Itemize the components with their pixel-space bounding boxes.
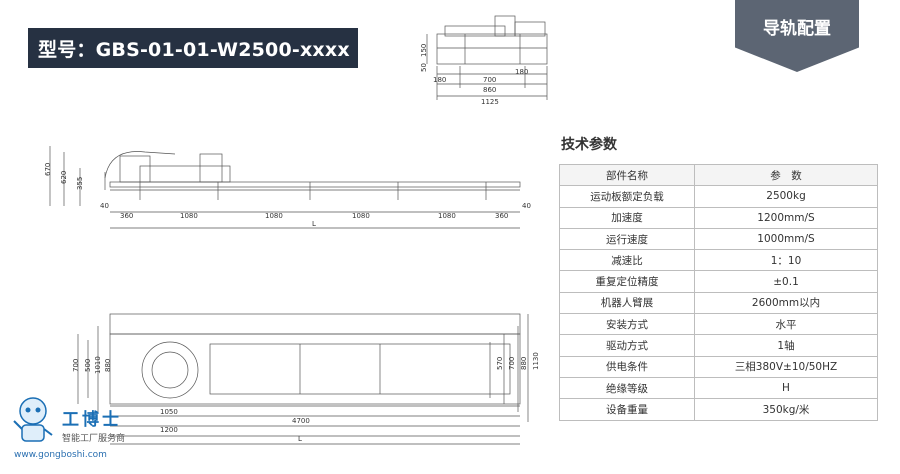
spec-value: ±0.1 xyxy=(694,270,878,293)
top-dim-700: 700 xyxy=(483,76,496,84)
plan-dim-4700: 4700 xyxy=(292,417,310,425)
specs-header-value: 参 数 xyxy=(694,163,878,187)
spec-value: 350kg/米 xyxy=(694,398,878,421)
site-url: www.gongboshi.com xyxy=(14,450,107,460)
plan-dim-1200: 1200 xyxy=(160,426,178,434)
side-dim-670: 670 xyxy=(44,163,52,176)
spec-value: H xyxy=(694,376,878,400)
plan-dim-880-right: 880 xyxy=(520,357,528,370)
model-number: 型号：GBS-01-01-W2500-xxxx xyxy=(38,38,350,61)
top-dim-180-left: 180 xyxy=(433,76,446,84)
side-dim-40-left: 40 xyxy=(100,202,109,210)
side-dim-620: 620 xyxy=(60,171,68,184)
plan-view-drawing: 700 500 1010 880 570 700 880 1130 1050 1… xyxy=(30,302,545,448)
spec-value: 1200mm/S xyxy=(694,206,878,229)
spec-value: 1：10 xyxy=(694,249,878,272)
top-dim-50: 50 xyxy=(420,63,428,72)
side-dim-40-right: 40 xyxy=(522,202,531,210)
plan-dim-700-left: 700 xyxy=(72,359,80,372)
top-dim-1125: 1125 xyxy=(481,98,499,106)
model-banner: 型号：GBS-01-01-W2500-xxxx xyxy=(28,28,358,68)
spec-value: 水平 xyxy=(694,313,878,336)
spec-name: 设备重量 xyxy=(559,398,695,421)
side-dim-1080-4: 1080 xyxy=(438,212,456,220)
logo-tagline: 智能工厂服务商 xyxy=(62,434,126,444)
spec-name: 运行速度 xyxy=(559,227,695,251)
spec-value: 1000mm/S xyxy=(694,227,878,251)
table-row: 安装方式水平 xyxy=(559,313,878,336)
plan-dim-700-right: 700 xyxy=(508,357,516,370)
plan-dim-1050: 1050 xyxy=(160,408,178,416)
spec-value: 1轴 xyxy=(694,334,878,357)
section-badge-label: 导轨配置 xyxy=(763,19,831,39)
spec-name: 驱动方式 xyxy=(559,334,695,357)
specs-header-row: 部件名称 参 数 xyxy=(559,163,878,187)
side-dim-1080-1: 1080 xyxy=(180,212,198,220)
spec-name: 安装方式 xyxy=(559,313,695,336)
plan-dim-570: 570 xyxy=(496,357,504,370)
side-dim-355: 355 xyxy=(76,177,84,190)
plan-dim-1130: 1130 xyxy=(532,352,540,370)
specs-header-name: 部件名称 xyxy=(559,163,695,187)
section-badge: 导轨配置 xyxy=(735,0,859,72)
spec-value: 2500kg xyxy=(694,185,878,208)
spec-value: 三相380V±10/50HZ xyxy=(694,355,878,378)
spec-name: 重复定位精度 xyxy=(559,270,695,293)
robot-mascot-icon xyxy=(13,397,53,442)
top-view-drawing: 150 50 180 700 860 180 1125 xyxy=(415,8,550,108)
plan-dim-880-left: 880 xyxy=(104,359,112,372)
top-dim-180-right: 180 xyxy=(515,68,528,76)
side-dim-1080-3: 1080 xyxy=(352,212,370,220)
logo-brand: 工博士 xyxy=(62,410,122,430)
side-dim-L: L xyxy=(312,220,316,228)
side-dim-1080-2: 1080 xyxy=(265,212,283,220)
top-dim-150: 150 xyxy=(420,44,428,57)
plan-dim-500: 500 xyxy=(84,359,92,372)
plan-dim-L: L xyxy=(298,435,302,443)
specs-title: 技术参数 xyxy=(561,137,617,153)
spec-name: 机器人臂展 xyxy=(559,291,695,315)
spec-name: 供电条件 xyxy=(559,355,695,378)
plan-dim-1010: 1010 xyxy=(94,356,102,374)
company-logo: 工博士 智能工厂服务商 xyxy=(10,395,170,455)
top-dim-860: 860 xyxy=(483,86,496,94)
spec-value: 2600mm以内 xyxy=(694,291,878,315)
spec-name: 减速比 xyxy=(559,249,695,272)
side-dim-360-left: 360 xyxy=(120,212,133,220)
table-row: 供电条件三相380V±10/50HZ xyxy=(559,355,878,378)
spec-name: 绝缘等级 xyxy=(559,376,695,400)
side-view-drawing: 670 620 355 40 360 1080 1080 1080 1080 3… xyxy=(30,142,540,240)
table-row: 重复定位精度±0.1 xyxy=(559,270,878,293)
side-dim-360-right: 360 xyxy=(495,212,508,220)
spec-name: 加速度 xyxy=(559,206,695,229)
spec-name: 运动板额定负载 xyxy=(559,185,695,208)
